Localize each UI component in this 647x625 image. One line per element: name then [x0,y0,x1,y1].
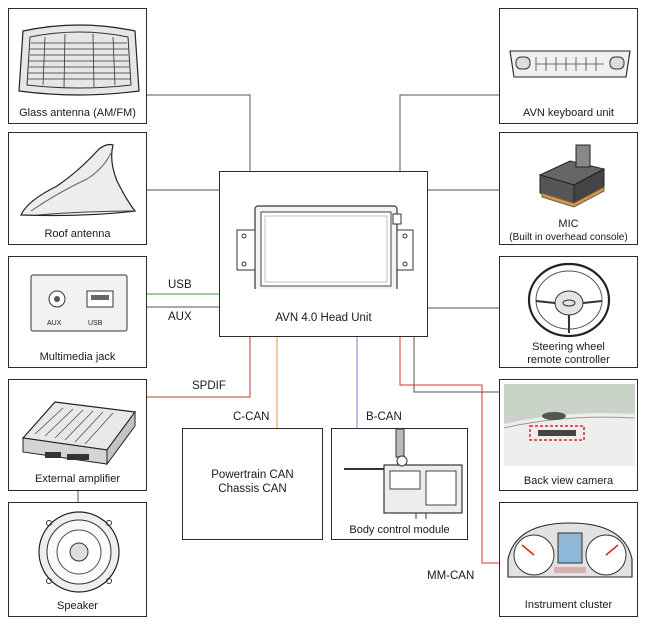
glass-antenna-illustration [18,24,140,96]
wire-keyboard-unit [399,94,499,171]
c-can-wire-label: C-CAN [233,411,270,423]
mic-label: MIC [558,218,579,230]
chassis-can-label: Chassis CAN [218,483,287,495]
head-unit-illustration [236,205,414,289]
instrument-cluster-box[interactable]: Instrument cluster [499,502,638,617]
steering-wheel-illustration [527,262,611,338]
glass-antenna-label: Glass antenna (AM/FM) [19,107,136,119]
bcm-illustration [344,429,463,519]
body-control-module-box[interactable]: Body control module [331,428,468,540]
steering-wheel-box[interactable]: Steering wheel remote controller [499,256,638,368]
head-unit-label: AVN 4.0 Head Unit [275,312,372,324]
mm-can-wire-label: MM-CAN [427,570,475,582]
powertrain-can-label: Powertrain CAN [211,469,294,481]
roof-antenna-box[interactable]: Roof antenna [8,132,147,245]
jack-aux-label: AUX [47,320,62,327]
spdif-wire-label: SPDIF [192,380,226,392]
amplifier-illustration [21,401,137,466]
multimedia-jack-label: Multimedia jack [39,351,116,363]
wire-mm-can [399,337,499,564]
external-amplifier-box[interactable]: External amplifier [8,379,147,491]
wire-spdif [147,337,251,398]
mic-location-label: (Built in overhead console) [509,232,628,243]
speaker-box[interactable]: Speaker [8,502,147,617]
mic-illustration [538,144,606,208]
back-camera-illustration [504,384,635,466]
keyboard-unit-illustration [509,50,631,78]
instrument-cluster-illustration [507,522,633,578]
steering-line1-label: Steering wheel [532,341,605,353]
multimedia-jack-illustration [30,274,128,332]
speaker-label: Speaker [57,600,98,612]
powertrain-can-box[interactable]: Powertrain CAN Chassis CAN [182,428,323,540]
keyboard-unit-label: AVN keyboard unit [523,107,614,119]
b-can-wire-label: B-CAN [366,411,402,423]
aux-wire-label: AUX [168,311,192,323]
head-unit-box[interactable]: AVN 4.0 Head Unit [219,171,428,337]
instrument-cluster-label: Instrument cluster [524,599,613,611]
glass-antenna-box[interactable]: Glass antenna (AM/FM) [8,8,147,124]
speaker-illustration [38,511,120,593]
keyboard-unit-box[interactable]: AVN keyboard unit [499,8,638,124]
roof-antenna-illustration [20,143,137,217]
multimedia-jack-box[interactable]: AUX USB Multimedia jack [8,256,147,368]
external-amplifier-label: External amplifier [35,473,120,485]
usb-wire-label: USB [168,279,192,291]
back-camera-label: Back view camera [523,475,614,487]
wire-back-camera [413,337,499,393]
steering-line2-label: remote controller [527,354,610,366]
roof-antenna-label: Roof antenna [44,228,111,240]
mic-box[interactable]: MIC (Built in overhead console) [499,132,638,245]
back-camera-box[interactable]: Back view camera [499,379,638,491]
wire-glass-antenna [147,94,251,171]
jack-usb-label: USB [88,320,103,327]
bcm-label: Body control module [349,524,450,536]
